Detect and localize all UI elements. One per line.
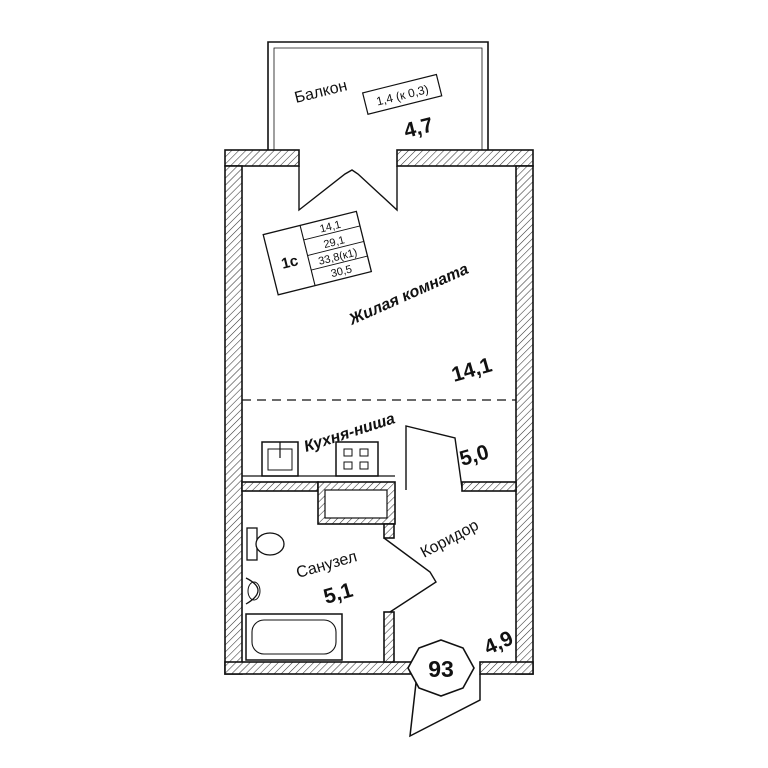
summary-table: 1с 14,1 29,1 33,8(к1) 30,5	[262, 210, 373, 296]
balcony-label: Балкон	[293, 77, 349, 106]
bathtub	[245, 613, 343, 661]
balcony	[267, 41, 489, 152]
toilet	[246, 527, 285, 561]
balcony-area: 4,7	[402, 113, 436, 142]
corridor-area: 4,9	[481, 627, 517, 660]
summary-row-4: 30,5	[330, 263, 354, 280]
balcony-coef-box: 1,4 (к 0,3)	[361, 73, 443, 115]
apartment-number-badge: 93	[407, 639, 475, 697]
entrance-door	[409, 673, 481, 738]
bathroom-door	[383, 537, 437, 613]
corridor-label: Коридор	[418, 517, 482, 562]
washbasin	[245, 577, 261, 605]
kitchen-area: 5,0	[457, 441, 491, 471]
summary-row-2: 29,1	[322, 234, 346, 251]
interior-walls	[241, 481, 517, 663]
bathroom-area: 5,1	[321, 579, 356, 609]
summary-type: 1с	[280, 252, 300, 273]
bathroom-label: Санузел	[294, 548, 359, 582]
summary-row-1: 14,1	[319, 219, 343, 236]
outer-walls	[224, 149, 534, 675]
kitchen-sink	[261, 441, 299, 477]
balcony-door	[298, 166, 398, 212]
apartment-number: 93	[428, 656, 454, 682]
kitchen-door	[405, 425, 463, 490]
kitchen-stove	[335, 441, 379, 477]
living-room-area: 14,1	[449, 353, 495, 386]
